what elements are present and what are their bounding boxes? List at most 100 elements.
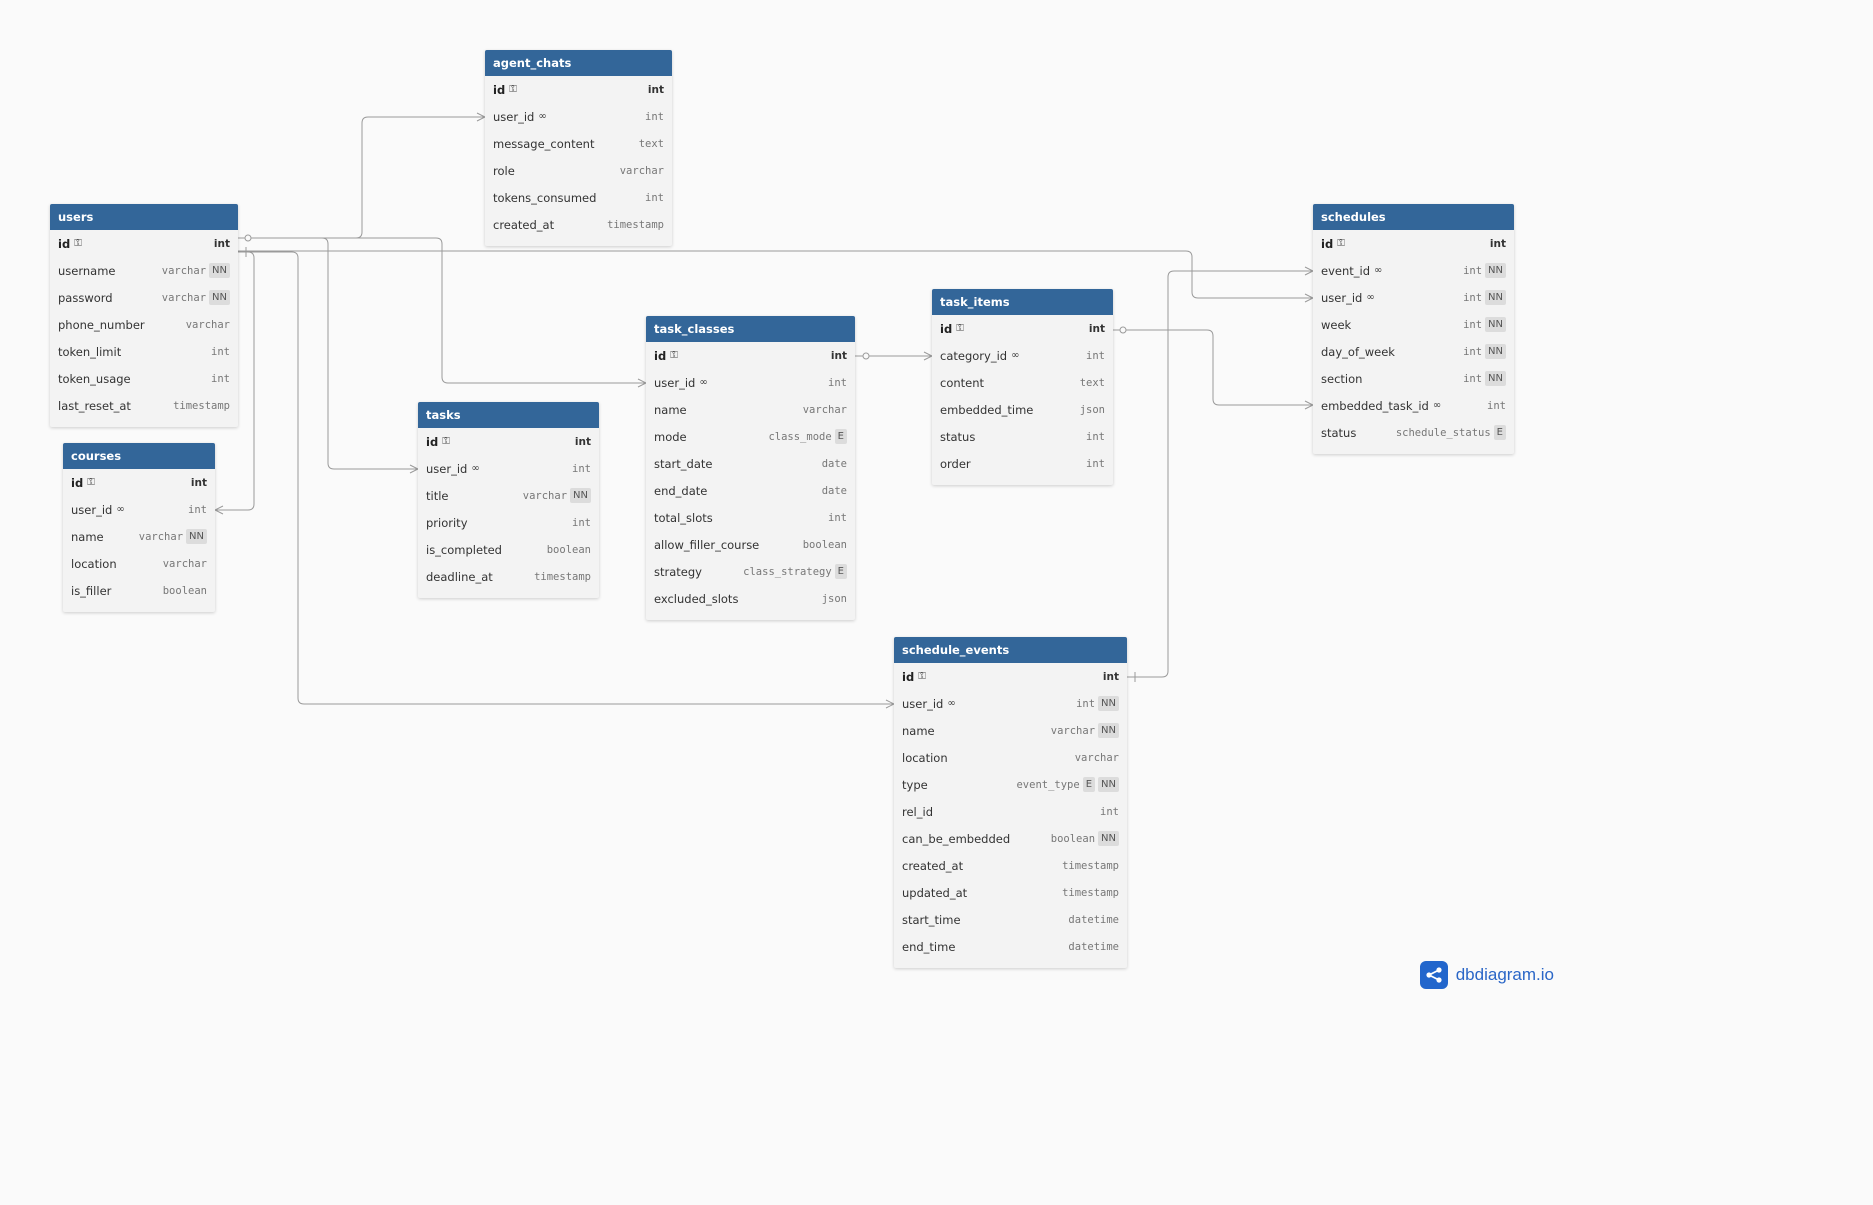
field-row[interactable]: category_id∞int [932, 342, 1113, 369]
field-name: section [1321, 371, 1363, 386]
link-icon: ∞ [699, 377, 708, 388]
field-type: int [645, 110, 664, 123]
table-header[interactable]: users [50, 204, 238, 230]
field-type: varchar [802, 403, 847, 416]
field-row[interactable]: embedded_task_id∞int [1313, 392, 1514, 419]
field-name: title [426, 488, 449, 503]
field-type: int [1463, 372, 1483, 385]
link-icon: ∞ [1011, 350, 1020, 361]
link-users-schedule-events [238, 251, 894, 705]
not-null-badge: NN [1098, 777, 1119, 792]
field-type: int [1463, 291, 1483, 304]
field-type: int [1088, 322, 1105, 335]
brand-logo[interactable]: dbdiagram.io [1419, 961, 1554, 989]
field-row[interactable]: id⚿int [646, 342, 855, 369]
field-row[interactable]: id⚿int [50, 230, 238, 257]
field-row[interactable]: id⚿int [1313, 230, 1514, 257]
field-row[interactable]: id⚿int [932, 315, 1113, 342]
field-row[interactable]: id⚿int [63, 469, 215, 496]
field-row[interactable]: user_id∞int [485, 103, 672, 130]
field-row[interactable]: id⚿int [894, 663, 1127, 690]
table-header[interactable]: task_classes [646, 316, 855, 342]
table-header[interactable]: task_items [932, 289, 1113, 315]
table-header[interactable]: courses [63, 443, 215, 469]
field-row[interactable]: user_id∞int [646, 369, 855, 396]
link-users-tasks [238, 237, 418, 470]
table-header[interactable]: schedules [1313, 204, 1514, 230]
field-row[interactable]: user_id∞int [418, 455, 599, 482]
field-row[interactable]: user_id∞int [63, 496, 215, 523]
not-null-badge: NN [570, 488, 591, 503]
field-type: timestamp [1062, 859, 1119, 872]
field-type: int [1076, 697, 1096, 710]
field-row[interactable]: id⚿int [418, 428, 599, 455]
field-type: boolean [802, 538, 847, 551]
key-icon: ⚿ [1337, 238, 1345, 249]
table-header[interactable]: schedule_events [894, 637, 1127, 663]
field-type: event_type [1016, 778, 1080, 791]
table-header[interactable]: tasks [418, 402, 599, 428]
field-row[interactable]: id⚿int [485, 76, 672, 103]
link-icon: ∞ [1432, 400, 1442, 411]
field-name: token_limit [58, 344, 122, 359]
field-name: strategy [654, 564, 702, 579]
table-header[interactable]: agent_chats [485, 50, 672, 76]
field-name: username [58, 263, 116, 278]
field-type: int [572, 516, 591, 529]
